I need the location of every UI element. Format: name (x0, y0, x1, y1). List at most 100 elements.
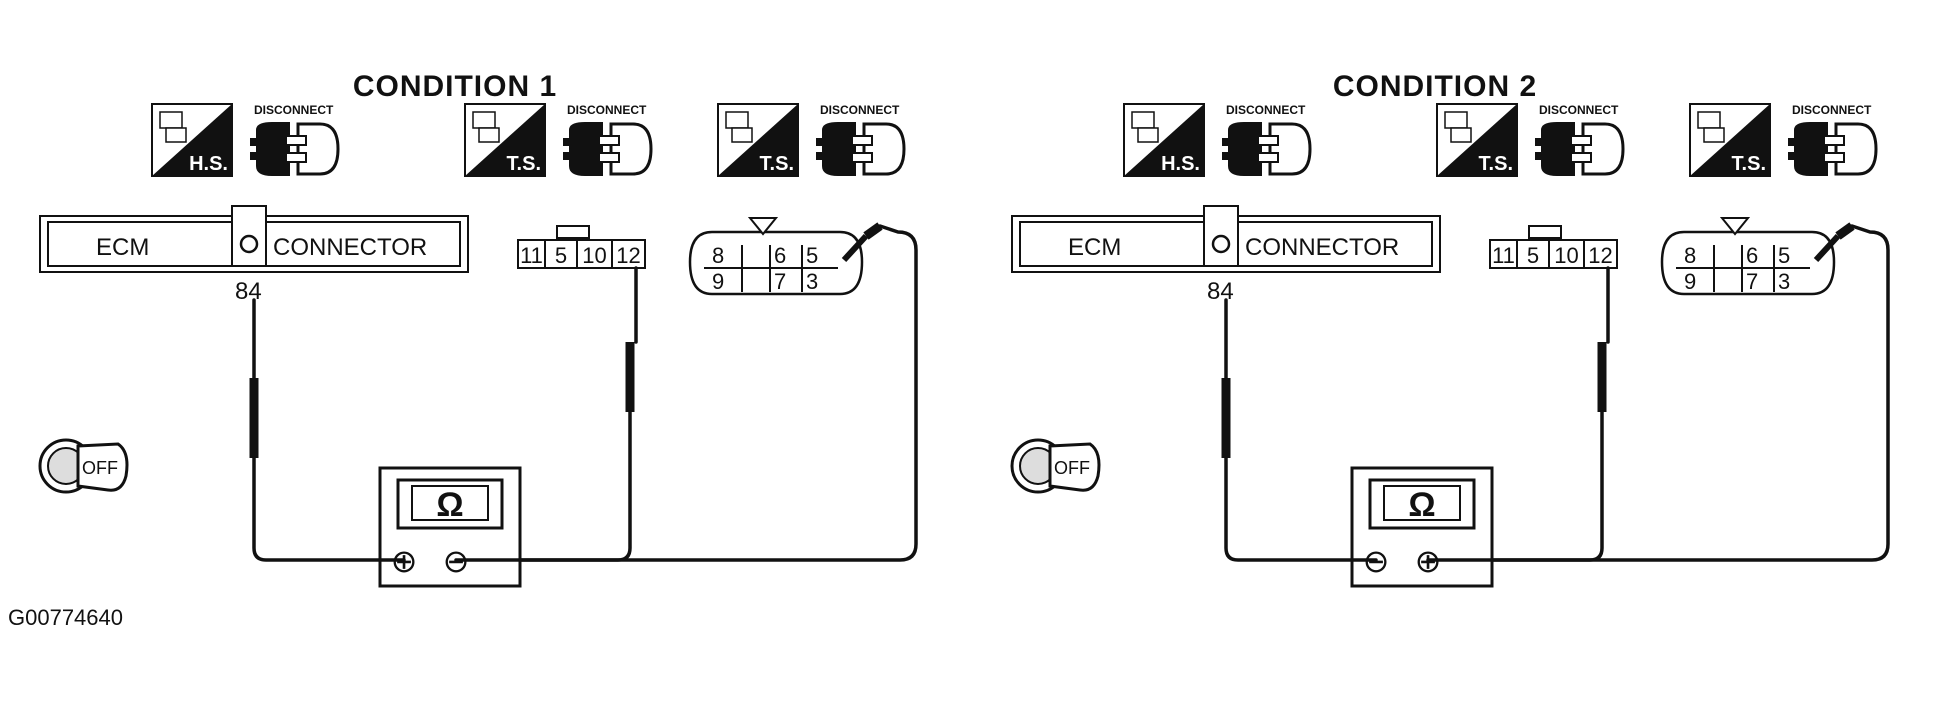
plug-right (862, 122, 906, 176)
icon-diagonal-fill (465, 104, 545, 176)
plug-left (1794, 122, 1828, 176)
figure-id: G00774640 (8, 605, 123, 630)
disconnect-icon (1535, 122, 1625, 176)
plug-right (1268, 122, 1312, 176)
icon-code-label: T.S. (1479, 153, 1513, 175)
connector-pictogram-body (165, 127, 187, 143)
connector-b-pin-label: 7 (774, 269, 786, 294)
pin (851, 152, 873, 163)
icon-code-label: T.S. (1732, 153, 1766, 175)
plug-left (1228, 122, 1262, 176)
disconnect-label: DISCONNECT (1792, 103, 1872, 117)
connector-b-pin-label: 8 (1684, 243, 1696, 268)
plug-right (1581, 122, 1625, 176)
plug-right (296, 122, 340, 176)
ignition-key-icon: OFF (1010, 438, 1101, 494)
disconnect-label: DISCONNECT (567, 103, 647, 117)
hs-icon: H.S. DISCONNECT (151, 103, 340, 177)
ignition-off-label: OFF (82, 458, 118, 478)
connector-b-pin-label: 9 (1684, 269, 1696, 294)
ignition-key-icon: OFF (38, 438, 129, 494)
icon-code-label: H.S. (1161, 153, 1200, 175)
connector-pictogram (1131, 111, 1155, 129)
disconnect-icon (816, 122, 906, 176)
ohm-symbol: Ω (436, 486, 463, 524)
probe-connector-b-tip (1813, 233, 1841, 263)
plug-tab (1788, 138, 1800, 146)
key-head (76, 442, 129, 492)
connector-a-cell (1516, 239, 1550, 269)
connector-b-key (1719, 217, 1751, 236)
condition-2-title: CONDITION 2 (1332, 70, 1538, 103)
connector-pictogram-body (1450, 127, 1472, 143)
disconnect-label: DISCONNECT (254, 103, 334, 117)
connector-b-pin-label: 6 (774, 243, 786, 268)
ts-icon: T.S. DISCONNECT (464, 103, 653, 177)
disconnect-label: DISCONNECT (1539, 103, 1619, 117)
key-head (1048, 442, 1101, 492)
pin (285, 135, 307, 146)
connector-a-tab (1528, 225, 1562, 239)
icon-diagonal-fill (152, 104, 232, 176)
connector-b-pin-label: 5 (1778, 243, 1790, 268)
plug-tab (1535, 152, 1547, 160)
ohmmeter-display-inner (411, 485, 489, 521)
icon-code-label: T.S. (760, 153, 794, 175)
ecm-label: ECM (96, 234, 149, 261)
connector-pictogram-body (731, 127, 753, 143)
probe-connector-b-tip (841, 233, 869, 263)
connector-b-pin-label: 5 (806, 243, 818, 268)
plug-left (1541, 122, 1575, 176)
plug-tab (1222, 152, 1234, 160)
connector-a-pin-label: 5 (555, 243, 567, 268)
connector-pictogram-body (1137, 127, 1159, 143)
condition-1-panel: H.S. DISCONNECT T.S. DISCONNECT T.S. DISCONNE… (38, 103, 918, 588)
ecm-pin-number: 84 (1207, 278, 1234, 305)
connector-pictogram (472, 111, 496, 129)
connector-a-pin-label: 11 (520, 243, 543, 268)
connector-b-pin-label: 3 (806, 269, 818, 294)
disconnect-icon (563, 122, 653, 176)
connector-pictogram (159, 111, 183, 129)
probe-connector-b (1835, 222, 1855, 240)
plug-tab (816, 138, 828, 146)
plug-tab (250, 138, 262, 146)
plug-right (609, 122, 653, 176)
ecm-connector-label: CONNECTOR (273, 234, 427, 261)
connector-a-tab (556, 225, 590, 239)
icon-code-label: H.S. (189, 153, 228, 175)
condition-2-panel: H.S.DISCONNECTT.S.DISCONNECTT.S.DISCONNE… (1010, 103, 1890, 588)
connector-pictogram (1697, 111, 1721, 129)
disconnect-label: DISCONNECT (820, 103, 900, 117)
pin (598, 135, 620, 146)
connector-a-cell (544, 239, 578, 269)
icon-diagonal-fill (1124, 104, 1204, 176)
connector-a-cell (1548, 239, 1585, 269)
condition-1-title: CONDITION 1 (352, 70, 558, 103)
disconnect-icon (1788, 122, 1878, 176)
ohmmeter-display-inner (1383, 485, 1461, 521)
plug-left (569, 122, 603, 176)
pin (1570, 135, 1592, 146)
plug-tab (250, 152, 262, 160)
connector-a-pin-label: 11 (1492, 243, 1515, 268)
pin (1257, 135, 1279, 146)
pin (1823, 135, 1845, 146)
icon-code-label: T.S. (507, 153, 541, 175)
connector-a-pin-label: 5 (1527, 243, 1539, 268)
disconnect-icon (1222, 122, 1312, 176)
ts-icon: T.S. DISCONNECT (1689, 103, 1878, 177)
pin (598, 152, 620, 163)
wire-meter-left (1224, 456, 1378, 562)
connector-pictogram (725, 111, 749, 129)
pin (1823, 152, 1845, 163)
ecm-connector-label: CONNECTOR (1245, 234, 1399, 261)
connector-a-cell (517, 239, 546, 269)
plug-tab (563, 152, 575, 160)
icon-diagonal-fill (1437, 104, 1517, 176)
connector-b-pin-label: 3 (1778, 269, 1790, 294)
icon-diagonal-fill (1690, 104, 1770, 176)
connector-b-pin-label: 8 (712, 243, 724, 268)
probe-connector-b (863, 222, 883, 240)
